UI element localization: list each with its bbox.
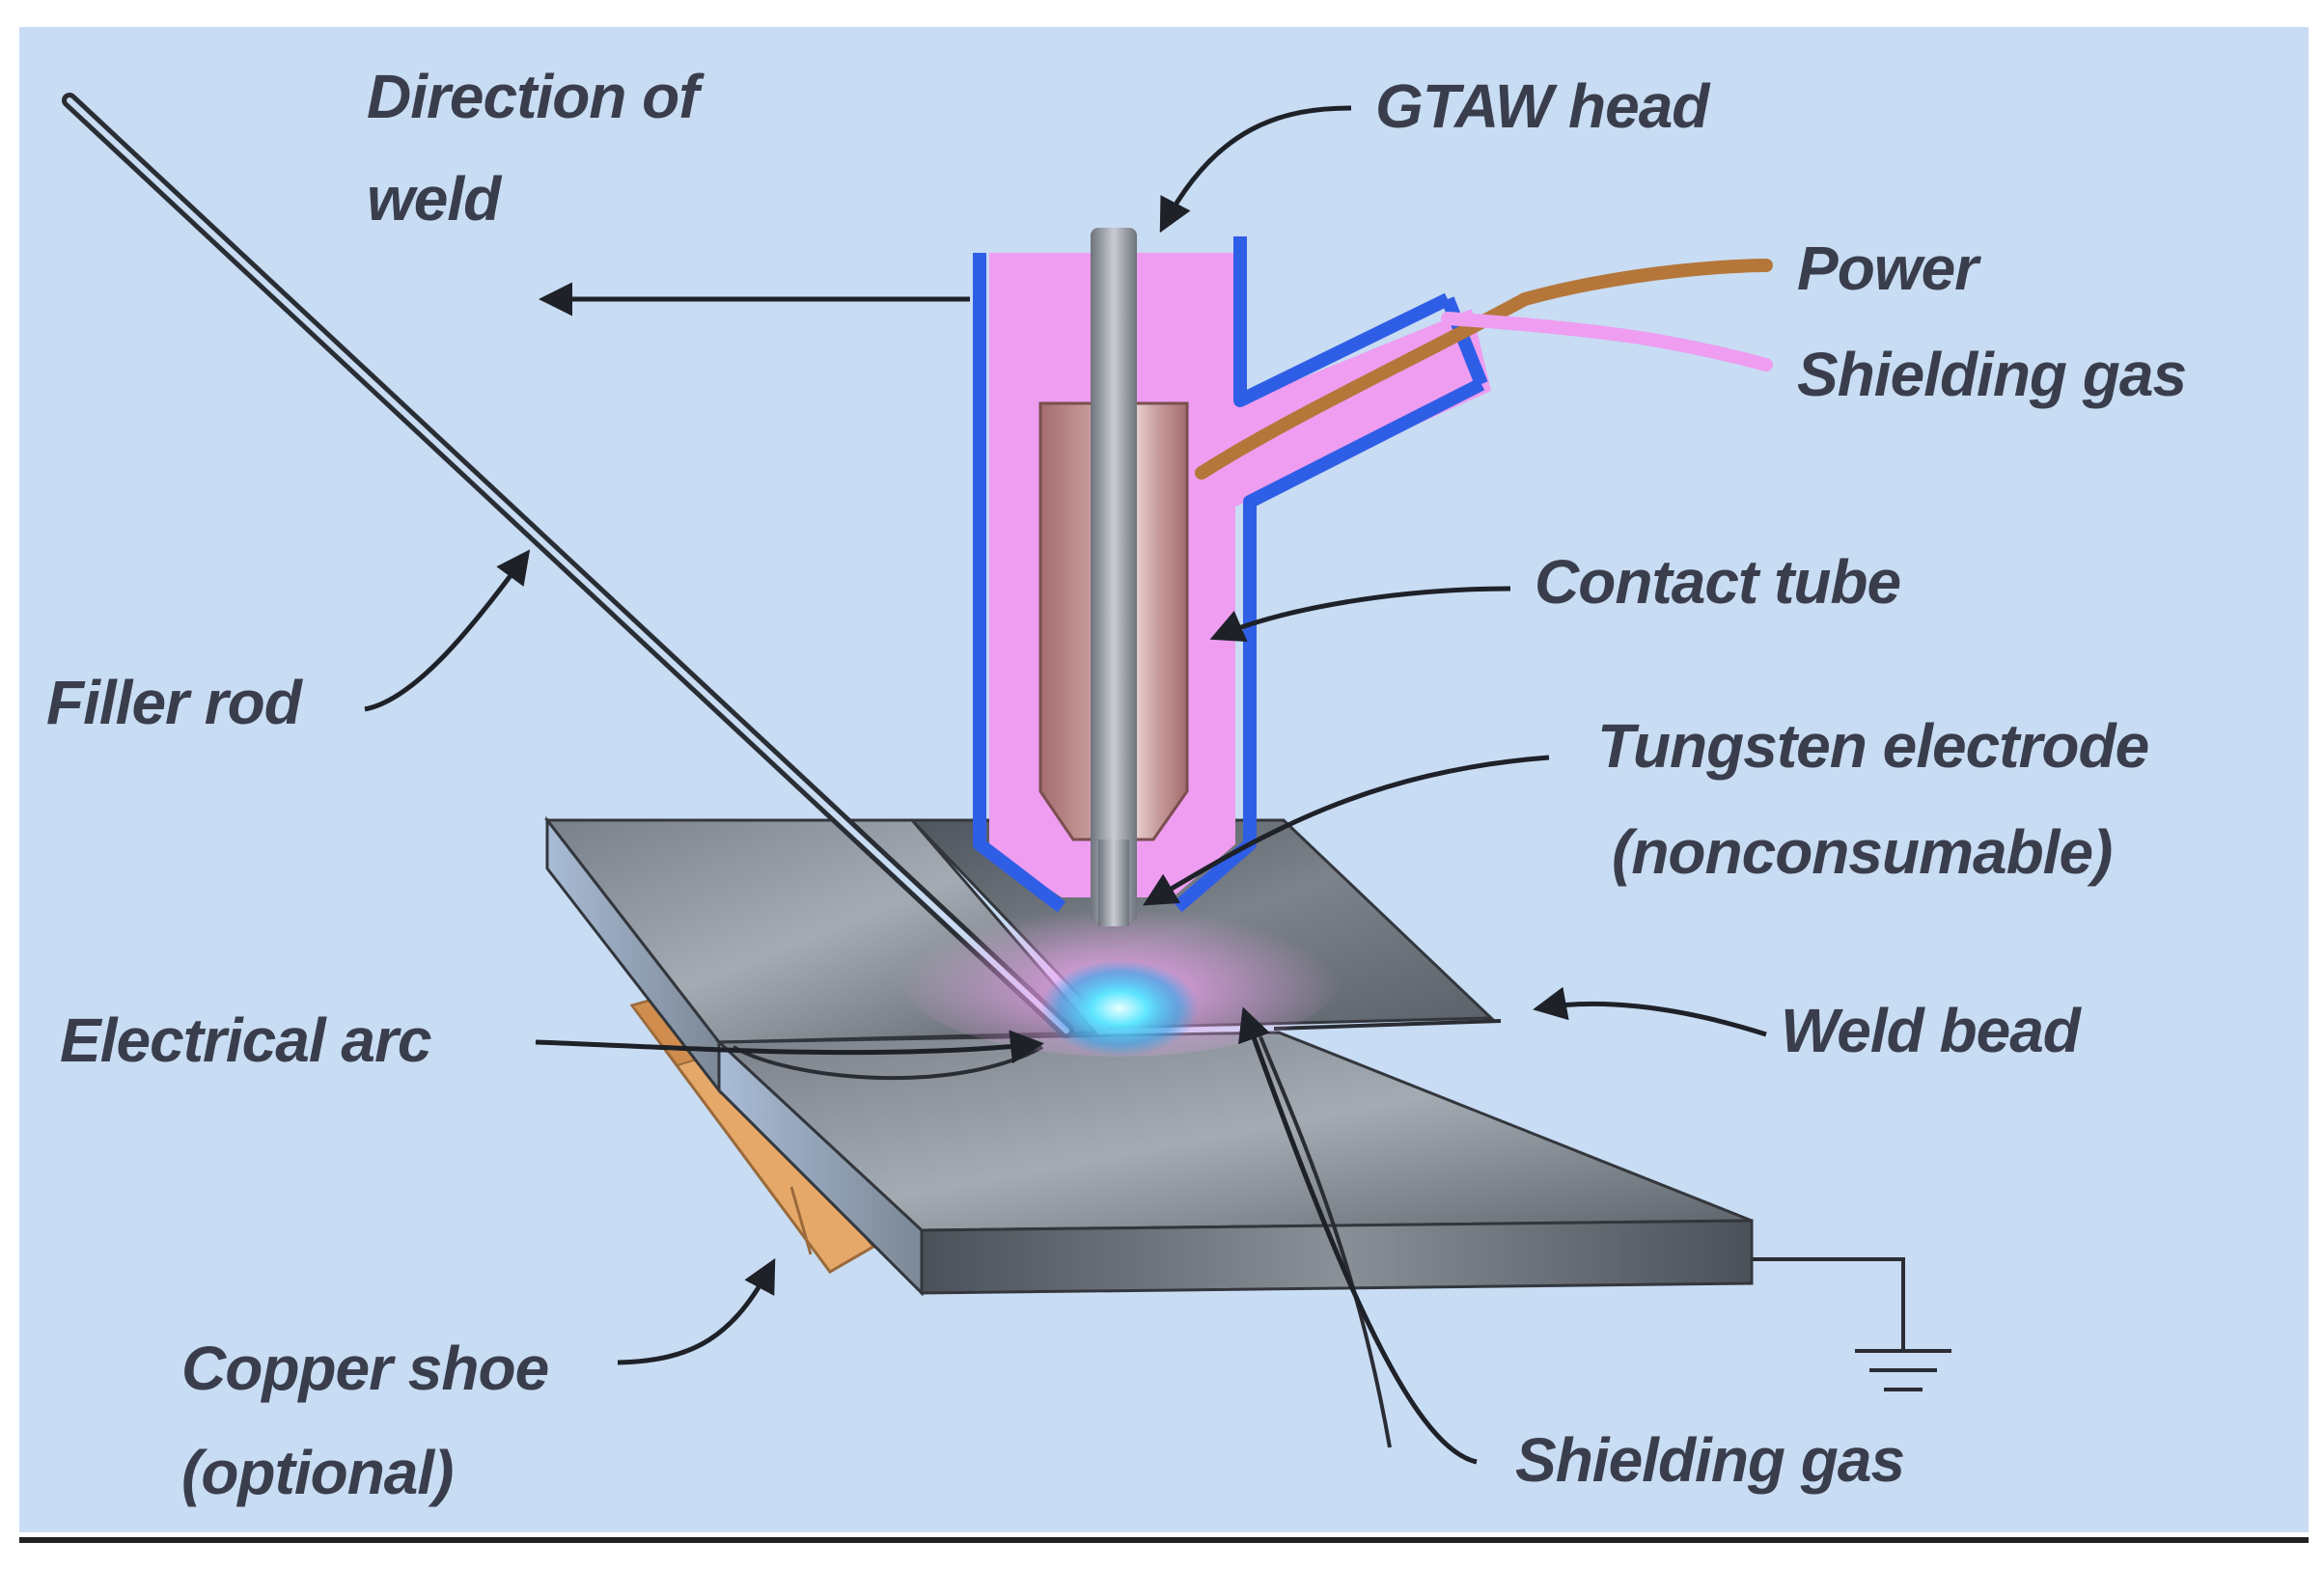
gas-hose [1441, 312, 1773, 372]
leader-lines [364, 105, 1767, 1465]
tungsten-electrode [1091, 228, 1137, 922]
label-filler-rod: Filler rod [46, 668, 304, 737]
label-contact-tube: Contact tube [1535, 547, 1900, 617]
label-weld-bead: Weld bead [1781, 996, 2083, 1065]
label-direction-of-weld-line2: weld [367, 164, 503, 234]
label-tungsten-electrode-line2: (nonconsumable) [1612, 817, 2112, 887]
label-tungsten-electrode-line1: Tungsten electrode [1597, 711, 2148, 781]
label-copper-shoe-line2: (optional) [181, 1438, 453, 1507]
label-shielding-gas-supply: Shielding gas [1797, 340, 2186, 409]
label-shielding-gas: Shielding gas [1515, 1425, 1904, 1495]
power-cable [1195, 259, 1773, 480]
electrical-arc [1040, 960, 1199, 1057]
filler-rod [62, 93, 1074, 1038]
label-power: Power [1797, 234, 1981, 303]
label-direction-of-weld-line1: Direction of [367, 62, 705, 131]
weld-bead [732, 1019, 1502, 1448]
label-copper-shoe-line1: Copper shoe [181, 1334, 548, 1403]
ground-symbol [1732, 1257, 1951, 1391]
tungsten-electrode-tip [1098, 840, 1129, 926]
label-electrical-arc: Electrical arc [60, 1005, 431, 1075]
labels: Direction of weld GTAW head Power Shield… [46, 62, 2187, 1507]
label-gtaw-head: GTAW head [1375, 71, 1711, 141]
